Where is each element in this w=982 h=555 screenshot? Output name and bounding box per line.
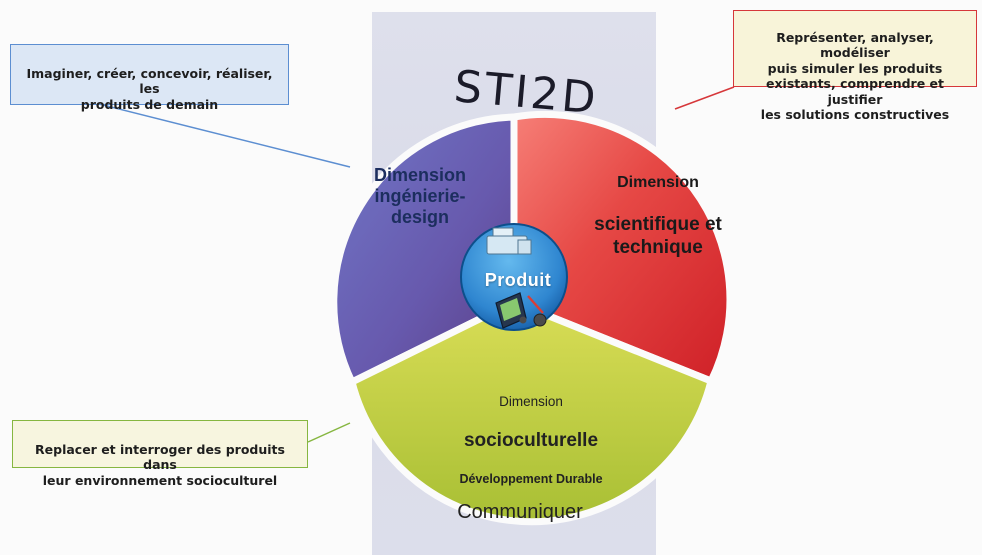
design-callout-text: Imaginer, créer, concevoir, réaliser, le… [26,65,273,112]
connector-design [94,102,351,168]
socio-callout: Replacer et interroger des produits dans… [12,420,308,488]
connector-socio [307,422,351,443]
segment-socioculturelle-subtitle: Développement Durable [459,472,603,486]
footer-label: Communiquer [457,501,583,523]
segment-socioculturelle-title-top: Dimension [499,394,563,409]
design-callout: Imaginer, créer, concevoir, réaliser, le… [10,44,289,112]
segment-scientifique-technique-label: Dimension scientifique et technique [548,153,768,279]
science-callout-text: Représenter, analyser, modéliser puis si… [760,29,950,123]
segment-socioculturelle-label: Dimension socioculturelle Développement … [436,375,626,505]
segment-ingenierie-design-label: Dimension ingénierie- design [340,144,500,228]
segment-ingenierie-design-title: Dimension ingénierie- design [373,165,466,227]
socio-callout-text: Replacer et interroger des produits dans… [35,441,285,488]
connector-science [674,86,735,110]
segment-scientifique-technique [510,110,734,386]
segment-socioculturelle-title-main: socioculturelle [463,430,599,451]
product-icon [486,227,547,329]
science-callout: Représenter, analyser, modéliser puis si… [733,10,977,122]
segment-scientifique-technique-title-main: scientifique et technique [594,214,722,258]
segment-socioculturelle [347,298,716,526]
center-label: Produit [484,270,552,290]
segment-scientifique-technique-title-top: Dimension [617,174,699,191]
segment-ingenierie-design [330,113,518,387]
